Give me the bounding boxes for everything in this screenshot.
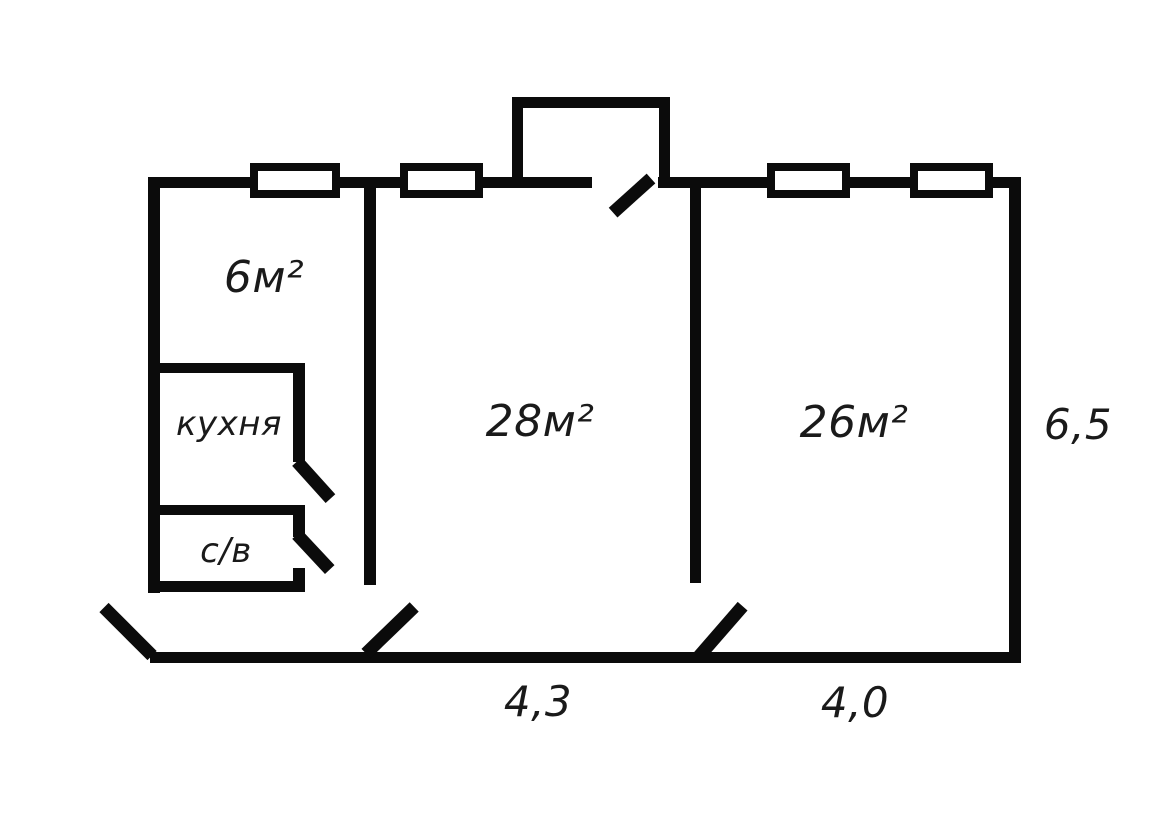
outer-wall-bottom [150, 652, 1021, 663]
bathroom-wall-right-upper [293, 505, 305, 537]
interior-wall-hall-living [364, 177, 376, 585]
small-room-area-label: 6м² [223, 252, 305, 303]
kitchen-label: кухня [176, 404, 282, 444]
window-4 [910, 163, 993, 198]
balcony-door-leaf [608, 173, 656, 217]
dimension-bottom-left: 4,3 [503, 677, 573, 726]
interior-wall-living-bedroom [690, 177, 701, 583]
balcony-wall-top [512, 97, 670, 108]
bathroom-wall-bottom [148, 581, 305, 592]
balcony-wall-right [659, 97, 670, 188]
dimension-right: 6,5 [1043, 400, 1113, 449]
bathroom-wall-top [148, 505, 305, 515]
window-2 [400, 163, 483, 198]
kitchen-wall-top [148, 363, 305, 373]
outer-wall-left [148, 177, 160, 593]
entrance-door-leaf [99, 602, 157, 660]
bathroom-door-leaf [292, 529, 335, 574]
kitchen-door-leaf [292, 456, 336, 503]
dimension-bottom-right: 4,0 [820, 678, 890, 727]
living-room-area-label: 28м² [485, 396, 595, 447]
balcony-wall-left [512, 97, 523, 188]
window-3 [767, 163, 850, 198]
window-1 [250, 163, 340, 198]
kitchen-wall-right [293, 363, 305, 462]
bedroom-area-label: 26м² [799, 397, 909, 448]
bathroom-label: с/в [200, 531, 252, 571]
living-room-door-leaf [361, 601, 419, 658]
outer-wall-right [1009, 177, 1021, 663]
